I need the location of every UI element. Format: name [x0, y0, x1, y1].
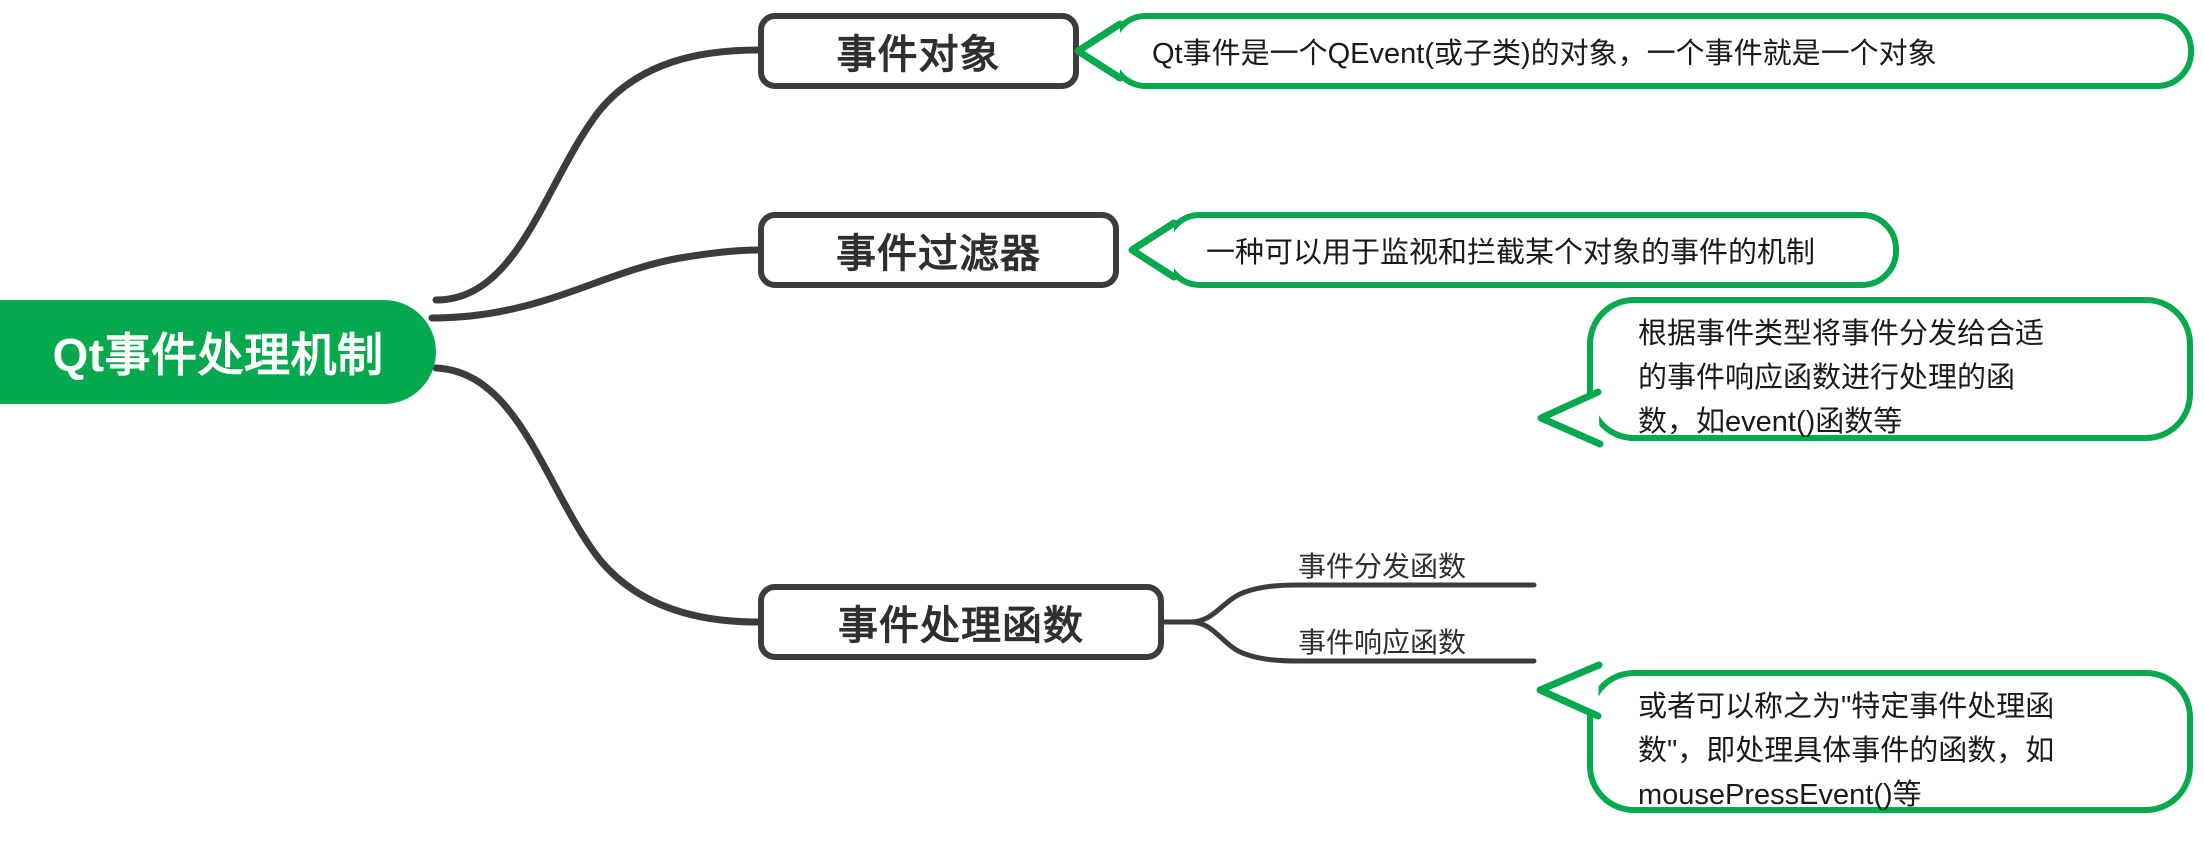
sub-connector-dispatch [1187, 582, 1537, 625]
central-node-label: Qt事件处理机制 [52, 329, 384, 381]
callout-line: mousePressEvent()等 [1638, 779, 1922, 812]
branch-label-event-handler: 事件处理函数 [838, 604, 1084, 648]
sub-branch-label-response-function: 事件响应函数 [1298, 627, 1467, 658]
connector-to-event-filter [428, 246, 762, 322]
callout-line: 根据事件类型将事件分发给合适 [1638, 318, 2045, 350]
callout-line: 数"，即处理具体事件的函数，如 [1638, 735, 2055, 768]
branch-box-event-filter[interactable] [758, 212, 1119, 288]
callout-line: 数，如event()函数等 [1638, 406, 1903, 439]
callout-line: 或者可以称之为"特定事件处理函 [1638, 691, 2055, 723]
callout-bubble-event-object[interactable] [1074, 13, 2194, 89]
connector-to-event-object [432, 46, 762, 304]
connector-to-event-handler [432, 364, 762, 626]
sub-connector-response [1187, 619, 1537, 664]
callout-beak-dispatch-function [1537, 388, 1604, 448]
callout-beak-event-object [1074, 20, 1124, 82]
callout-bubble-dispatch-function[interactable] [1537, 297, 2193, 448]
trunk-connectors [428, 46, 762, 626]
sub-branch-connectors [1158, 582, 1537, 664]
branch-boxes [758, 13, 1164, 660]
callout-line: 的事件响应函数进行处理的函 [1638, 362, 2016, 395]
callout-text-event-filter: 一种可以用于监视和拦截某个对象的事件的机制 [1206, 237, 1816, 269]
callout-bubble-event-filter[interactable] [1128, 212, 1899, 288]
callout-bubble-response-function[interactable] [1536, 661, 2193, 813]
branch-label-event-filter: 事件过滤器 [836, 232, 1041, 276]
callout-text-dispatch-function: 根据事件类型将事件分发给合适 的事件响应函数进行处理的函 数，如event()函… [1638, 312, 2168, 444]
branch-label-event-object: 事件对象 [836, 33, 1001, 77]
sub-branch-label-dispatch-function: 事件分发函数 [1298, 551, 1467, 582]
callout-text-event-object: Qt事件是一个QEvent(或子类)的对象，一个事件就是一个对象 [1152, 38, 1937, 70]
callout-beak-event-filter [1128, 219, 1178, 281]
callout-text-response-function: 或者可以称之为"特定事件处理函 数"，即处理具体事件的函数，如 mousePre… [1638, 685, 2168, 817]
callout-beak-response-function [1536, 661, 1603, 720]
central-node[interactable] [0, 300, 436, 404]
